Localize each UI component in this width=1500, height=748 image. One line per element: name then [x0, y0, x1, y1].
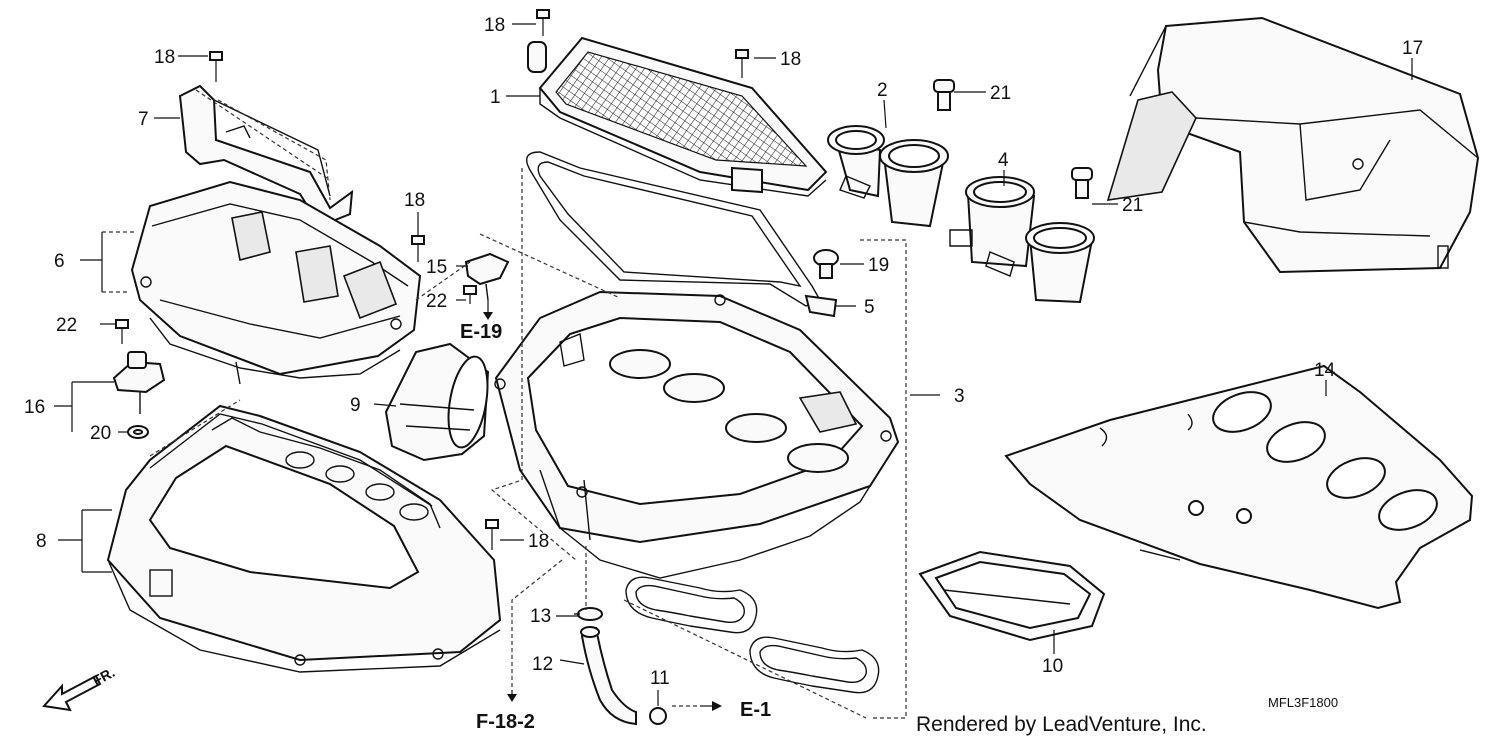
reference-labels: E-19 F-18-2 E-1 [460, 321, 771, 733]
clamp-13 [574, 607, 603, 621]
rubber-seal-10 [918, 550, 1106, 642]
screws [115, 9, 1093, 550]
part-labels: 1 2 3 4 5 6 7 8 9 10 11 12 13 14 15 16 1… [24, 15, 1423, 689]
label-17: 17 [1402, 38, 1423, 59]
screw-18-e [485, 519, 499, 550]
funnel-pair-2 [827, 125, 949, 228]
clip-11 [649, 707, 667, 725]
label-1: 1 [490, 87, 501, 108]
ref-f-18-2: F-18-2 [476, 711, 535, 733]
label-5: 5 [864, 297, 875, 318]
bolt-21-a [933, 79, 955, 111]
duct-cover-17 [1106, 16, 1480, 274]
label-6: 6 [54, 251, 65, 272]
funnel-gaskets [625, 576, 880, 694]
label-18-c: 18 [154, 47, 175, 68]
label-7: 7 [138, 109, 149, 130]
label-10: 10 [1042, 656, 1063, 677]
leader-lines [54, 23, 1413, 706]
label-12: 12 [532, 654, 553, 675]
screw-18-c [209, 51, 223, 82]
label-13: 13 [530, 606, 551, 627]
label-3: 3 [954, 386, 965, 407]
screw-18-a [536, 9, 550, 36]
seal-loop [526, 151, 838, 318]
washer-20 [127, 425, 149, 439]
label-4: 4 [998, 150, 1009, 171]
label-11: 11 [650, 668, 670, 689]
ref-e-1: E-1 [740, 699, 771, 721]
screw-22-b [115, 319, 129, 344]
bracket-7 [178, 84, 354, 228]
lower-housing [106, 404, 502, 673]
ref-e-19: E-19 [460, 321, 502, 343]
label-18-d: 18 [404, 190, 425, 211]
credit-text: Rendered by LeadVenture, Inc. [916, 713, 1207, 736]
sensor-16 [112, 351, 166, 414]
air-cleaner-element [527, 36, 828, 197]
label-21-a: 21 [990, 83, 1011, 104]
screw-18-b [735, 49, 749, 78]
plate-14 [1004, 364, 1474, 610]
air-box-3 [494, 290, 900, 579]
label-2: 2 [877, 80, 888, 101]
screw-22-a [463, 285, 477, 304]
screw-18-d [411, 235, 425, 262]
label-9: 9 [350, 395, 361, 416]
label-20: 20 [90, 423, 111, 444]
bolt-21-b [1071, 167, 1093, 199]
label-18-a: 18 [484, 15, 505, 36]
dashed-guides [102, 89, 907, 719]
diagram-code: MFL3F1800 [1268, 695, 1338, 710]
label-21-b: 21 [1122, 195, 1143, 216]
label-14: 14 [1314, 360, 1336, 381]
label-16: 16 [24, 397, 45, 418]
label-22-a: 22 [426, 291, 447, 312]
intake-duct-9 [384, 342, 490, 462]
label-19: 19 [868, 255, 889, 276]
label-22-b: 22 [56, 315, 77, 336]
label-18-e: 18 [528, 531, 549, 552]
label-15: 15 [426, 257, 447, 278]
label-8: 8 [36, 531, 47, 552]
bolt-19 [813, 249, 839, 279]
label-18-b: 18 [780, 49, 801, 70]
upper-housing-cover [130, 180, 422, 385]
drain-hose-12 [580, 626, 637, 726]
sensor-15 [464, 252, 510, 301]
funnel-pair-4 [949, 176, 1095, 304]
ref-arrows [483, 300, 722, 711]
front-arrow-icon: FR. [42, 664, 117, 712]
